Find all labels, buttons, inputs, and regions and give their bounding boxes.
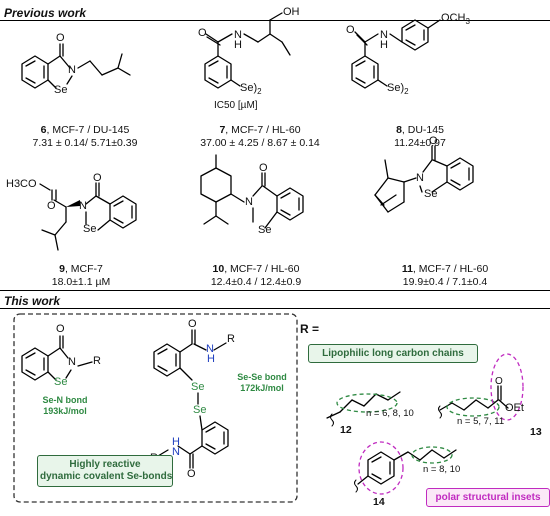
atom-OH-7: OH (283, 6, 300, 18)
structure-7 (204, 12, 291, 89)
structure-11 (374, 145, 474, 213)
structure-6 (21, 43, 131, 89)
chain-highlight-12 (336, 393, 398, 413)
atom-Se2-8: Se)2 (387, 82, 409, 97)
atom-N-9: N (79, 200, 87, 212)
atom-O-diselenide-top: O (188, 318, 197, 330)
top-divider (0, 20, 550, 21)
atom-O-11: O (429, 135, 438, 147)
atom-Se-core: Se (54, 376, 68, 388)
atom-N-7: N (234, 29, 242, 41)
atom-MeO-9: H3CO (6, 178, 37, 190)
atom-H-diselenide-bottom: H (172, 436, 180, 448)
structure-14 (354, 449, 457, 493)
atom-N-8: N (380, 29, 388, 41)
atom-Se-diselenide-2: Se (193, 404, 207, 416)
atom-O-10: O (259, 162, 268, 174)
previous-work-heading: Previous work (4, 6, 87, 20)
atom-N-diselenide-bottom: N (172, 446, 180, 458)
atom-Se-9: Se (83, 223, 97, 235)
compound-label-13: 13 (530, 426, 542, 438)
this-work-heading: This work (4, 294, 61, 308)
structure-9 (39, 182, 137, 251)
compound-label-12: 12 (340, 424, 352, 436)
structure-ebselen-core (21, 335, 93, 381)
chain-highlight-13 (446, 397, 500, 417)
atom-Se-diselenide-1: Se (191, 381, 205, 393)
structure-10 (200, 154, 304, 229)
middle-divider (0, 290, 550, 291)
atom-Se2-7: Se)2 (240, 82, 262, 97)
n-values-12: n = 6, 8, 10 (366, 408, 414, 419)
chain-highlight-14 (411, 446, 453, 464)
atom-Se-11: Se (424, 188, 438, 200)
structure-12 (326, 391, 401, 427)
ic50-unit-label: IC50 [µM] (214, 100, 258, 111)
atom-O2-9: O (93, 172, 102, 184)
this-work-dashed-box (13, 313, 298, 503)
atom-O-core: O (56, 323, 65, 335)
oet-label-13: OEt (505, 402, 524, 414)
atom-OCH3-8: OCH3 (441, 12, 470, 27)
atom-N-10: N (245, 196, 253, 208)
atom-R-core: R (93, 355, 101, 367)
atom-O-diselenide-bottom: O (187, 468, 196, 480)
polar-highlight-13 (490, 353, 524, 421)
polar-highlight-14 (358, 441, 404, 495)
compound-label-14: 14 (373, 496, 385, 508)
lipophilic-chains-box: Lipophilic long carbon chains (308, 344, 478, 363)
this-work-divider (0, 308, 550, 309)
atom-N-6: N (68, 64, 76, 76)
atom-O-13: O (495, 376, 503, 387)
n-values-13: n = 5, 7, 11 (457, 416, 505, 427)
structure-diselenide (153, 329, 229, 469)
atom-H-8: H (380, 39, 388, 51)
atom-N-core: N (68, 356, 76, 368)
atom-H-diselenide-top: H (207, 353, 215, 365)
n-values-14: n = 8, 10 (423, 464, 461, 475)
atom-R-diselenide-top: R (227, 333, 235, 345)
atom-O-6: O (56, 32, 65, 44)
atom-H-7: H (234, 39, 242, 51)
atom-O-7: O (198, 27, 207, 39)
atom-Se-6: Se (54, 84, 68, 96)
atom-N-diselenide-top: N (206, 343, 214, 355)
polar-insets-box: polar structural insets (426, 488, 550, 507)
atom-N-11: N (416, 172, 424, 184)
atom-O-9: O (47, 200, 56, 212)
structure-8 (351, 19, 441, 89)
atom-O-8: O (346, 24, 355, 36)
r-equals-label: R = (300, 322, 320, 336)
structure-13 (438, 385, 509, 419)
atom-Se-10: Se (258, 224, 272, 236)
